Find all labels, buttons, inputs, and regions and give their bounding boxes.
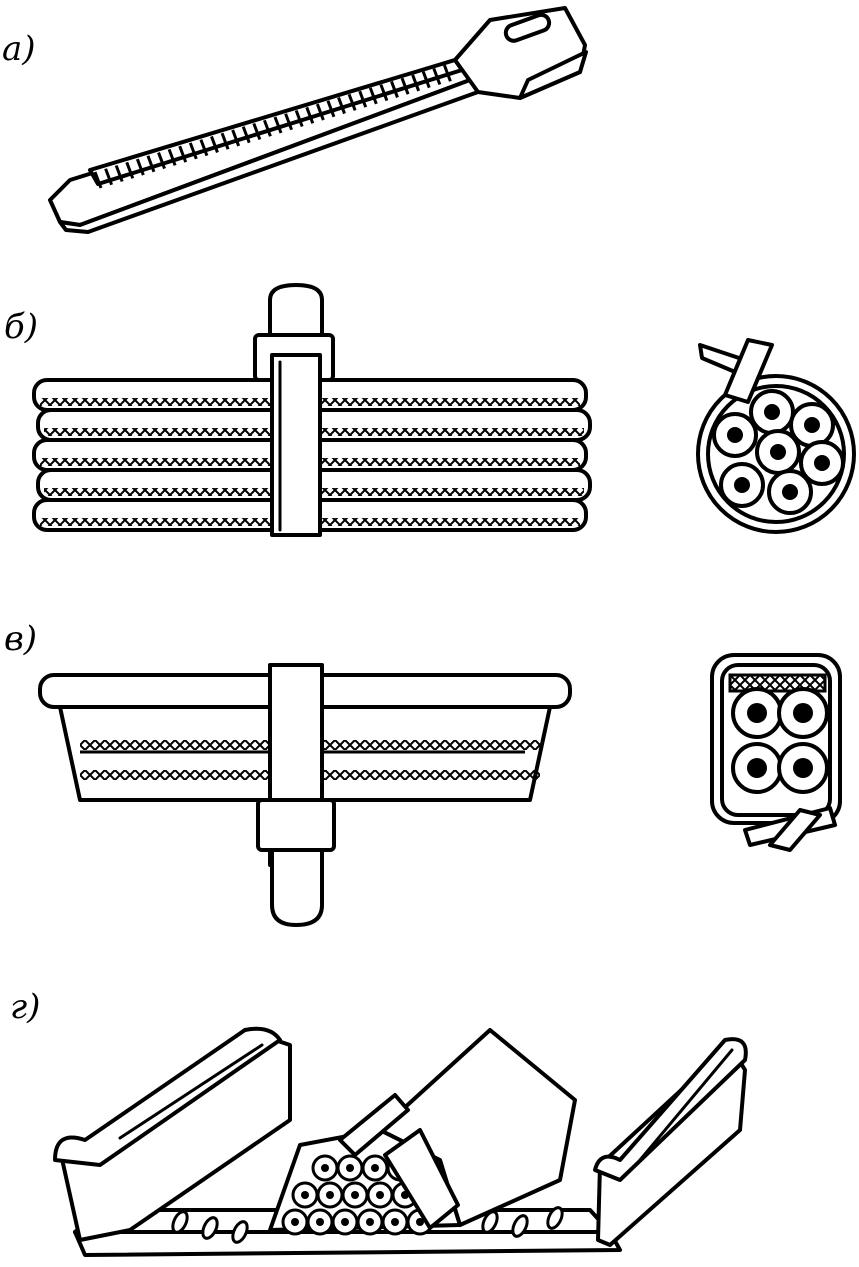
cable-tray bbox=[53, 1026, 748, 1257]
wire-core bbox=[376, 1191, 384, 1199]
wire-core bbox=[341, 1218, 349, 1226]
wire-core bbox=[321, 1164, 329, 1172]
strap-rib bbox=[273, 116, 283, 134]
strap-rib bbox=[220, 132, 230, 150]
flat-bundle-side-view bbox=[38, 663, 572, 927]
strap-rib bbox=[368, 87, 378, 105]
strap-rib bbox=[104, 168, 113, 186]
tray-slot bbox=[546, 1206, 564, 1230]
wire-core bbox=[727, 427, 743, 443]
strap-rib bbox=[443, 64, 452, 82]
strap-rib bbox=[146, 155, 156, 173]
strap-rib bbox=[263, 119, 272, 137]
cable-tie-strap bbox=[48, 6, 588, 234]
tray-slot bbox=[481, 1210, 499, 1234]
strap-rib bbox=[400, 77, 410, 95]
strap-rib bbox=[199, 139, 209, 157]
wire-core bbox=[747, 703, 767, 723]
wire-core bbox=[366, 1218, 374, 1226]
wire-core bbox=[326, 1191, 334, 1199]
strap-rib bbox=[294, 110, 304, 128]
strap-rib bbox=[125, 161, 135, 179]
tray-slot bbox=[511, 1214, 529, 1238]
strap-rib bbox=[114, 165, 124, 183]
wire-core bbox=[351, 1191, 359, 1199]
strap-rib bbox=[231, 129, 241, 147]
tray-slot bbox=[201, 1216, 219, 1240]
strap-rib bbox=[432, 67, 442, 85]
strap-rib bbox=[157, 152, 166, 170]
wire-core bbox=[770, 444, 786, 460]
strap-rib bbox=[178, 145, 188, 163]
label-b: б) bbox=[4, 307, 39, 347]
strap-rib bbox=[315, 103, 325, 121]
bundle-cross-section-square bbox=[710, 653, 842, 852]
wire-core bbox=[814, 455, 830, 471]
strap-rib bbox=[252, 122, 262, 140]
wire-core bbox=[391, 1218, 399, 1226]
label-g: г) bbox=[10, 987, 41, 1027]
wire-core bbox=[793, 703, 813, 723]
strap-rib bbox=[411, 74, 421, 92]
strap-rib bbox=[210, 135, 219, 153]
strap-rib bbox=[135, 158, 145, 176]
strap-rib bbox=[326, 100, 336, 118]
wire-core bbox=[782, 484, 798, 500]
tray-slot bbox=[171, 1210, 189, 1234]
strap-rib bbox=[358, 90, 368, 108]
strap-rib bbox=[188, 142, 198, 160]
wire-core bbox=[734, 477, 750, 493]
strap-rib bbox=[347, 93, 357, 111]
bundle-side-view bbox=[32, 283, 592, 537]
wire-core bbox=[764, 404, 780, 420]
strap-rib bbox=[93, 171, 103, 189]
tray-slot bbox=[231, 1220, 249, 1244]
wire-core bbox=[301, 1191, 309, 1199]
label-a: а) bbox=[2, 29, 36, 69]
strap-rib bbox=[241, 126, 251, 144]
bundle-cross-section-round bbox=[696, 338, 856, 534]
wire-core bbox=[804, 417, 820, 433]
strap-rib bbox=[167, 148, 177, 166]
strap-rib bbox=[337, 97, 346, 115]
label-v: в) bbox=[4, 619, 38, 659]
strap-rib bbox=[421, 71, 431, 89]
strap-rib bbox=[390, 80, 399, 98]
strap-rib bbox=[284, 113, 293, 131]
wire-core bbox=[793, 758, 813, 778]
strap-rib bbox=[379, 84, 389, 102]
wire-core bbox=[316, 1218, 324, 1226]
wire-core bbox=[747, 758, 767, 778]
strap-rib bbox=[305, 106, 315, 124]
wire-core bbox=[291, 1218, 299, 1226]
wire-core bbox=[371, 1164, 379, 1172]
wire-core bbox=[416, 1218, 424, 1226]
wire-core bbox=[346, 1164, 354, 1172]
